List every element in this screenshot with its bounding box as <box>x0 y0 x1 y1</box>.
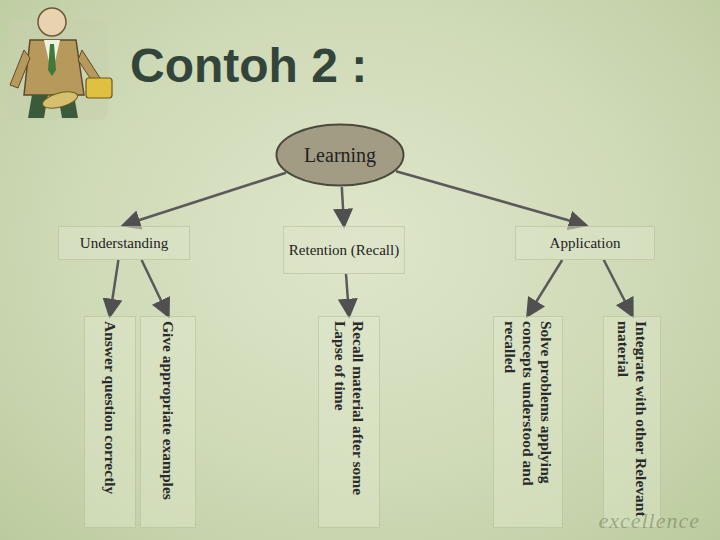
node-text: Recall material after some Lapse of time <box>331 321 367 523</box>
person-illustration <box>0 0 130 125</box>
arrow-connector <box>110 260 118 315</box>
arrow-connector <box>604 260 632 315</box>
node-text: Answer question correctly <box>101 321 119 494</box>
arrow-connector <box>142 260 168 315</box>
outcome-box: Answer question correctly <box>84 316 136 528</box>
node-text: Give appropriate examples <box>159 321 177 500</box>
arrow-connector <box>342 187 344 225</box>
outcome-box: Give appropriate examples <box>140 316 196 528</box>
arrow-connector <box>396 171 585 225</box>
root-ellipse: Learning <box>275 123 405 187</box>
outcome-box: Recall material after some Lapse of time <box>318 316 380 528</box>
node-text: Solve problems applying concepts underst… <box>501 321 555 523</box>
slide-title: Contoh 2 : <box>130 38 367 93</box>
node-text: Learning <box>304 144 376 167</box>
node-text: Understanding <box>80 235 168 252</box>
arrow-connector <box>346 274 349 315</box>
outcome-box: Solve problems applying concepts underst… <box>493 316 563 528</box>
node-text: Retention (Recall) <box>289 242 399 259</box>
arrow-connector <box>124 173 286 225</box>
node-text: Application <box>550 235 621 252</box>
category-box: Understanding <box>58 226 190 260</box>
watermark: excellence <box>598 508 700 534</box>
node-text: Integrate with other Relevant material <box>614 321 650 523</box>
arrow-connector <box>528 260 562 315</box>
category-box: Application <box>515 226 655 260</box>
category-box: Retention (Recall) <box>283 226 405 274</box>
outcome-box: Integrate with other Relevant material <box>603 316 661 528</box>
